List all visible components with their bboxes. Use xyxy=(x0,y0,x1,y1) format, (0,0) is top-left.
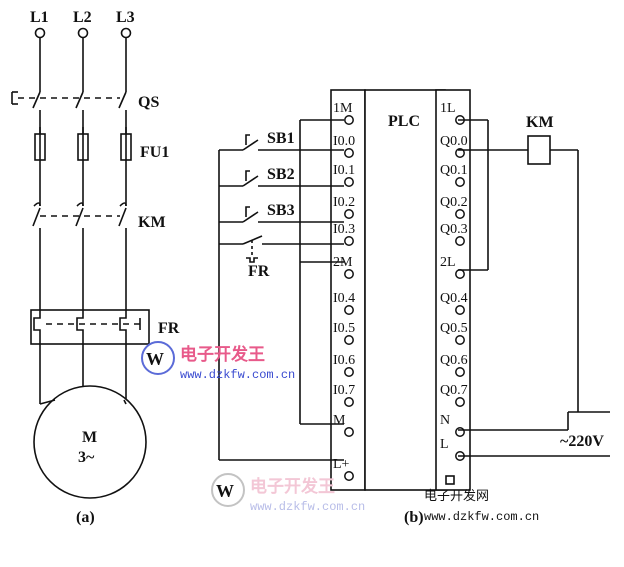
plc-input-terminal xyxy=(344,367,354,377)
label-supply: ~220V xyxy=(560,433,604,450)
coil-km xyxy=(527,135,551,165)
motor xyxy=(33,385,147,499)
plc-input-terminal xyxy=(344,397,354,407)
plc-input-pin-label: 2M xyxy=(333,255,353,270)
plc-output-pin-label: Q0.2 xyxy=(440,195,468,210)
watermark-url-bottom: www.dzkfw.com.cn xyxy=(424,510,539,524)
svg-text:W: W xyxy=(216,481,234,501)
plc-input-terminal xyxy=(344,305,354,315)
label-sb1: SB1 xyxy=(267,130,295,147)
caption-a: (a) xyxy=(76,509,95,526)
plc-input-pin-label: I0.6 xyxy=(333,353,355,368)
plc-input-pin-label: I0.4 xyxy=(333,291,355,306)
watermark-logo-faded: W xyxy=(211,473,245,507)
label-l3: L3 xyxy=(116,9,135,26)
button-sb1 xyxy=(219,134,344,151)
plc-output-terminal xyxy=(455,269,465,279)
plc-output-terminal xyxy=(455,305,465,315)
terminal-l3 xyxy=(120,27,132,39)
plc-input-pin-label: I0.2 xyxy=(333,195,355,210)
plc-input-terminal xyxy=(344,269,354,279)
plc-output-terminal xyxy=(455,236,465,246)
plc-input-terminal xyxy=(344,236,354,246)
plc-body xyxy=(364,89,446,491)
label-qs: QS xyxy=(138,94,159,111)
plc-input-terminal xyxy=(344,115,354,125)
plc-input-terminal xyxy=(344,335,354,345)
plc-input-terminals xyxy=(344,115,354,481)
plc-output-pin-label: Q0.4 xyxy=(440,291,468,306)
label-km-main: KM xyxy=(138,214,166,231)
label-l2: L2 xyxy=(73,9,92,26)
plc-output-terminal xyxy=(455,397,465,407)
watermark-url-faded: www.dzkfw.com.cn xyxy=(250,500,365,514)
plc-output-pin-label: Q0.5 xyxy=(440,321,468,336)
label-fr-contact: FR xyxy=(248,263,270,280)
label-fu1: FU1 xyxy=(140,144,169,161)
switch-qs xyxy=(11,91,127,134)
plc-input-pin-label: I0.7 xyxy=(333,383,355,398)
plc-output-pin-label: Q0.0 xyxy=(440,134,468,149)
button-sb2 xyxy=(219,170,344,187)
plc-input-pin-label: I0.5 xyxy=(333,321,355,336)
watermark-brand-faded: 电子开发王 xyxy=(250,476,335,496)
plc-input-terminal xyxy=(344,209,354,219)
label-sb2: SB2 xyxy=(267,166,295,183)
watermark-url: www.dzkfw.com.cn xyxy=(180,368,295,382)
plc-output-pin-label: Q0.1 xyxy=(440,163,468,178)
plc-output-terminal xyxy=(455,177,465,187)
thermal-relay-fr xyxy=(30,309,150,404)
plc-input-pin-label: I0.0 xyxy=(333,134,355,149)
motor-label: M xyxy=(82,429,97,446)
watermark-brand: 电子开发王 xyxy=(180,344,265,364)
plc-input-pin-label: I0.1 xyxy=(333,163,355,178)
plc-output-terminal xyxy=(455,427,465,437)
plc-input-terminal xyxy=(344,427,354,437)
plc-input-terminal xyxy=(344,148,354,158)
plc-input-terminal xyxy=(344,471,354,481)
plc-right-strip xyxy=(435,89,471,491)
contact-fr xyxy=(219,235,344,263)
label-km-coil: KM xyxy=(526,114,554,131)
plc-input-pin-label: I0.3 xyxy=(333,222,355,237)
plc-input-pin-label: 1M xyxy=(333,101,353,116)
plc-input-terminal xyxy=(344,177,354,187)
watermark-logo: W xyxy=(141,341,175,375)
label-plc: PLC xyxy=(388,113,420,130)
plc-output-terminal xyxy=(455,367,465,377)
plc-output-pin-label: Q0.3 xyxy=(440,222,468,237)
contactor-km-main xyxy=(32,202,127,310)
terminal-l2 xyxy=(77,27,89,39)
button-sb3 xyxy=(219,206,344,223)
plc-input-pin-label: L+ xyxy=(333,457,350,472)
terminal-l1 xyxy=(34,27,46,39)
plc-output-terminal xyxy=(455,335,465,345)
plc-output-pin-label: N xyxy=(440,413,450,428)
plc-output-pin-label: Q0.7 xyxy=(440,383,468,398)
plc-output-pin-label: 1L xyxy=(440,101,456,116)
label-l1: L1 xyxy=(30,9,49,26)
svg-text:W: W xyxy=(146,349,164,369)
plc-output-terminal xyxy=(455,148,465,158)
watermark-brand-bottom: 电子开发网 xyxy=(424,488,489,503)
label-sb3: SB3 xyxy=(267,202,295,219)
motor-sub-label: 3~ xyxy=(78,449,95,466)
plc-output-pin-label: 2L xyxy=(440,255,456,270)
label-fr-relay: FR xyxy=(158,320,180,337)
plc-input-pin-label: M xyxy=(333,413,346,428)
fuse-fu1 xyxy=(34,127,132,167)
plc-output-pin-label: Q0.6 xyxy=(440,353,468,368)
plc-output-pin-label: L xyxy=(440,437,449,452)
caption-b: (b) xyxy=(404,509,424,526)
plc-output-terminal xyxy=(455,209,465,219)
